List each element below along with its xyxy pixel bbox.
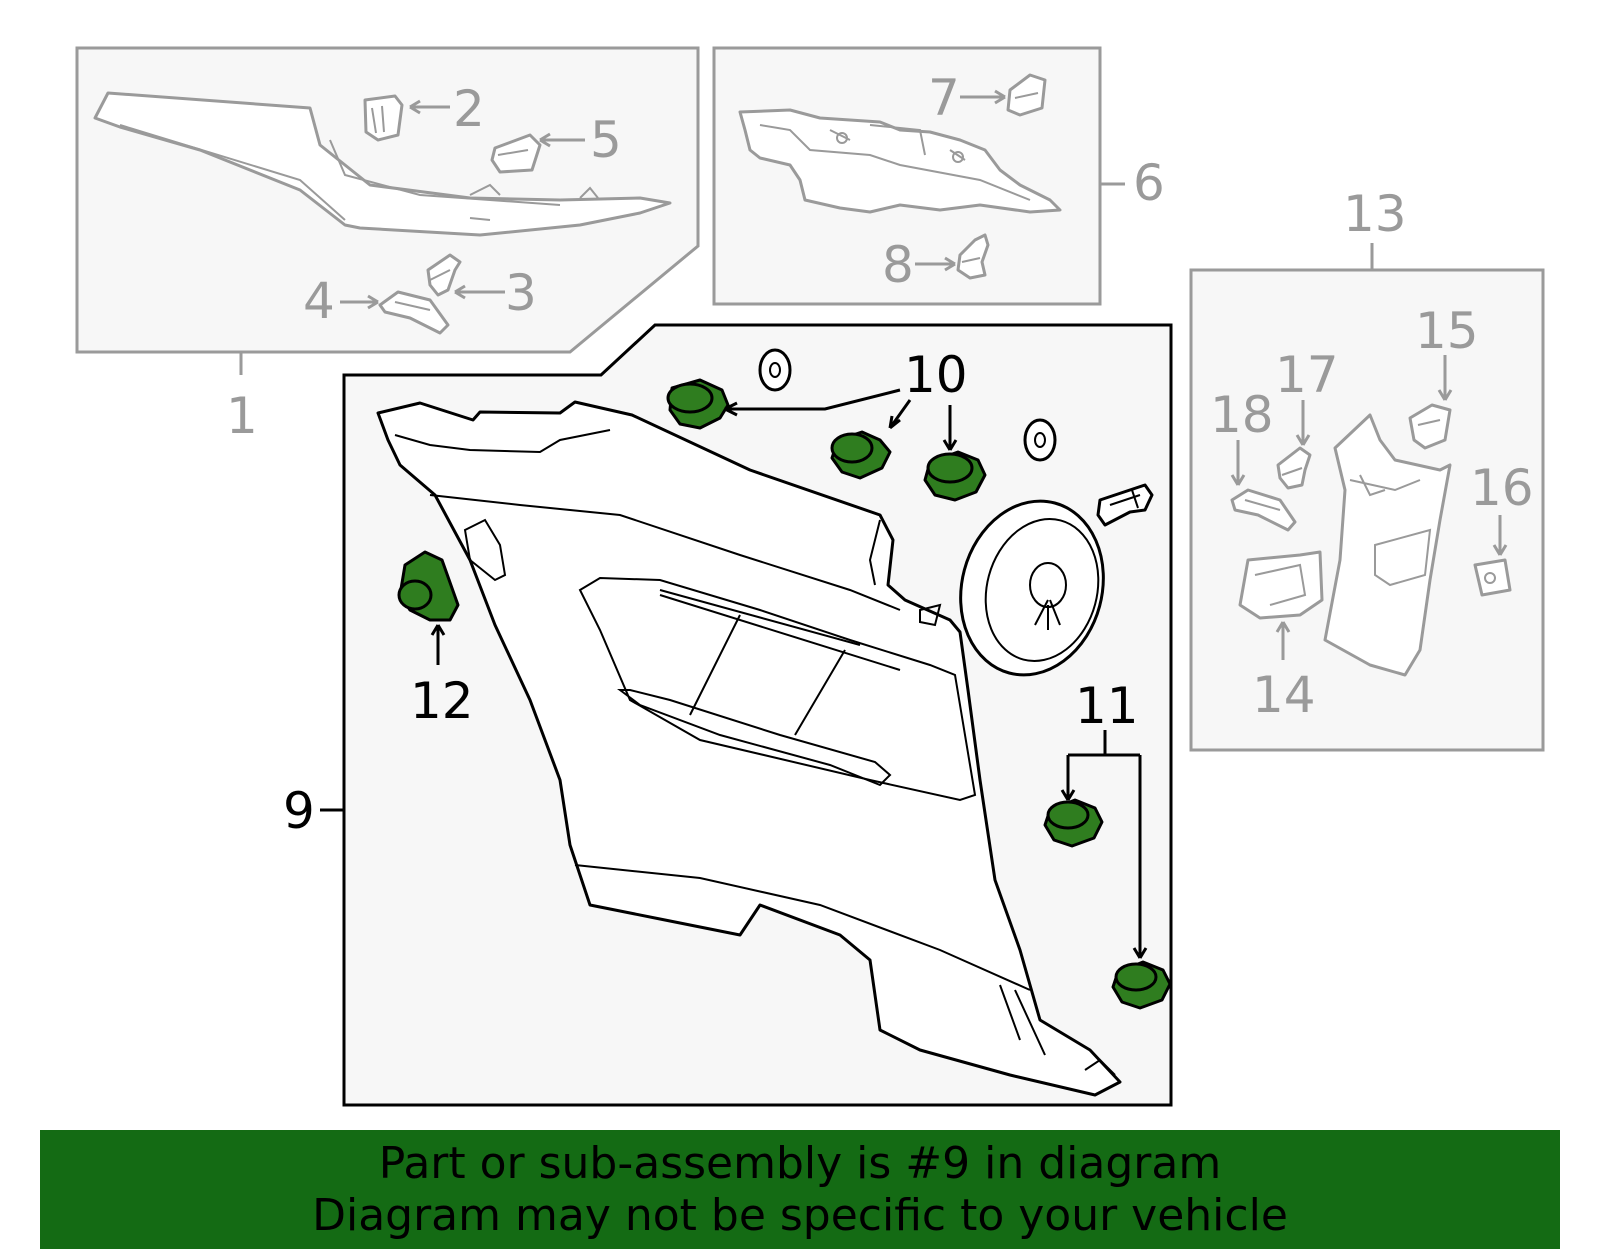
- callout-7: 7: [928, 69, 960, 127]
- clip-10b-icon[interactable]: [830, 430, 892, 480]
- leader-10: [724, 388, 958, 451]
- callout-14: 14: [1252, 666, 1316, 724]
- clip-10a-icon[interactable]: [666, 378, 730, 430]
- clip-15-icon: [1408, 403, 1452, 450]
- panel-upper-edge: [394, 429, 901, 611]
- callout-16: 16: [1470, 459, 1534, 517]
- panel-pocket-lines: [659, 589, 901, 736]
- group-box-9: 10 11 12 9: [283, 323, 1173, 1107]
- clip-12-icon[interactable]: [397, 550, 460, 622]
- clip-7-icon: [1006, 73, 1047, 117]
- callout-2: 2: [453, 80, 485, 138]
- banner-line-1: Part or sub-assembly is #9 in diagram: [378, 1138, 1222, 1189]
- clip-2-icon: [363, 94, 404, 142]
- bracket-6-detail: [759, 124, 1031, 201]
- arrow-17: [1295, 400, 1311, 446]
- screw-8-icon: [956, 233, 990, 280]
- upper-trim-detail: [119, 124, 599, 221]
- callout-15: 15: [1415, 302, 1479, 360]
- bracket-hole-1: [836, 132, 848, 144]
- speaker-screw-icon: [1096, 483, 1154, 527]
- panel-handle-slot: [463, 518, 507, 582]
- callout-11: 11: [1075, 677, 1139, 735]
- washer-1-icon: [758, 348, 792, 392]
- panel-armrest: [617, 689, 892, 787]
- arrow-5: [539, 132, 585, 148]
- washer-2-icon: [1023, 418, 1057, 462]
- callout-12: 12: [410, 672, 474, 730]
- callout-13: 13: [1343, 185, 1407, 243]
- arrow-7: [960, 89, 1006, 105]
- clip-4-icon: [378, 290, 450, 335]
- callout-5: 5: [590, 111, 622, 169]
- callout-4: 4: [303, 272, 335, 330]
- clip-11b-icon[interactable]: [1111, 960, 1172, 1010]
- arrow-3: [454, 284, 505, 300]
- clip-11a-icon[interactable]: [1043, 798, 1104, 848]
- clip-16-icon: [1473, 558, 1512, 597]
- group-box-1: 1 2 5 3 4: [75, 46, 700, 445]
- bracket-hole-2: [952, 151, 964, 163]
- banner-text: Part or sub-assembly is #9 in diagram Di…: [40, 1138, 1560, 1242]
- speaker-icon: [959, 499, 1105, 677]
- arrow-8: [915, 256, 956, 272]
- callout-17: 17: [1275, 346, 1339, 404]
- arrow-18: [1230, 440, 1246, 486]
- clip-5-icon: [490, 133, 542, 174]
- callout-18: 18: [1210, 386, 1274, 444]
- clip-10c-icon[interactable]: [923, 450, 987, 502]
- callout-3: 3: [505, 264, 537, 322]
- arrow-4: [340, 294, 379, 310]
- group-box-6: 6 7 8: [712, 46, 1165, 306]
- pillar-trim-detail: [1349, 474, 1432, 587]
- callout-8: 8: [882, 236, 914, 294]
- arrow-15: [1437, 355, 1453, 401]
- leader-11: [1060, 730, 1148, 959]
- clip-18-icon: [1230, 488, 1297, 532]
- screw-3-icon: [426, 253, 462, 297]
- info-banner: Part or sub-assembly is #9 in diagram Di…: [40, 1130, 1560, 1249]
- arrow-12: [430, 624, 446, 665]
- panel-top-clip-notch: [868, 519, 1116, 1076]
- callout-10: 10: [904, 346, 968, 404]
- bracket-6: [738, 108, 1062, 214]
- callout-1: 1: [226, 387, 258, 445]
- arrow-16: [1492, 515, 1508, 556]
- callout-6: 6: [1133, 154, 1165, 212]
- cover-14-icon: [1238, 550, 1324, 620]
- banner-line-2: Diagram may not be specific to your vehi…: [312, 1190, 1288, 1241]
- group-box-13: 13 14 15 16 17 18: [1189, 185, 1545, 752]
- callout-9: 9: [283, 782, 315, 840]
- arrow-2: [409, 99, 450, 115]
- arrow-14: [1275, 621, 1291, 660]
- screw-17-icon: [1276, 446, 1312, 490]
- panel-lower-edge: [574, 864, 1046, 1056]
